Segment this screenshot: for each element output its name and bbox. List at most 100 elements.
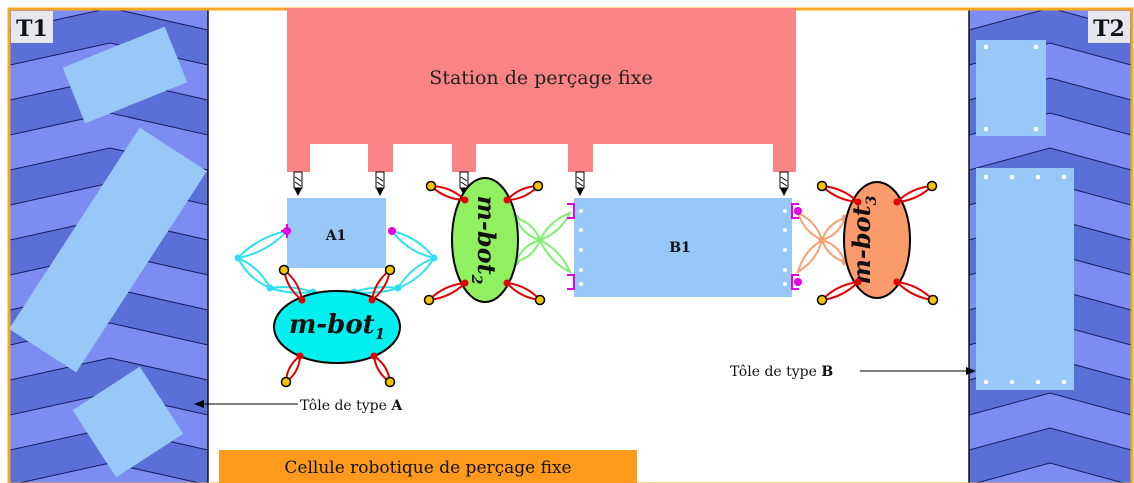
m-bot-1-label: m-bot1 — [289, 310, 385, 343]
rivet-hole — [983, 379, 989, 385]
arm-joint — [388, 227, 396, 235]
leg-foot — [425, 180, 437, 192]
robot-arms — [234, 203, 849, 296]
arm-joint — [266, 284, 274, 292]
drill-thread — [460, 176, 468, 182]
leg-hip — [854, 198, 862, 206]
drill-thread — [294, 181, 302, 187]
arm-joint — [818, 236, 826, 244]
callout-type-b: Tôle de type B — [730, 364, 976, 380]
leg-foot — [278, 264, 290, 276]
cell-label: Cellule robotique de perçage fixe — [284, 458, 571, 478]
m-bot-3[interactable]: m-bot3 — [843, 181, 911, 299]
leg-hip — [461, 196, 469, 204]
drill-bits — [293, 171, 789, 196]
leg-foot — [532, 180, 544, 192]
arm-segment — [796, 237, 824, 275]
drill-thread — [376, 181, 384, 187]
rivet-hole — [579, 268, 583, 272]
leg-foot — [384, 264, 396, 276]
rivet-hole — [1033, 126, 1039, 132]
svg-text:Tôle de type B: Tôle de type B — [730, 364, 833, 380]
arm-segment — [538, 237, 572, 275]
callout-type-a: Tôle de type A — [194, 398, 403, 414]
belt-stripe — [969, 427, 1131, 483]
leg-foot — [280, 376, 292, 388]
drill-thread — [376, 176, 384, 182]
drill-thread — [780, 181, 788, 187]
leg-hip — [893, 198, 901, 206]
rivet-hole — [783, 228, 787, 232]
leg-foot — [423, 294, 435, 306]
rivet-hole — [579, 282, 583, 286]
m-bot-3-label: m-bot3 — [847, 195, 880, 284]
part-b1[interactable] — [574, 198, 792, 297]
rivet-hole — [783, 209, 787, 213]
rivet-hole — [783, 248, 787, 252]
rivet-hole — [1035, 174, 1041, 180]
arm-joint — [794, 207, 802, 215]
leg-foot — [927, 294, 939, 306]
rivet-hole — [783, 268, 787, 272]
rivet-hole — [579, 228, 583, 232]
arm-joint — [794, 278, 802, 286]
gripper — [567, 274, 575, 290]
leg-hip — [503, 279, 511, 287]
part-a1-label: A1 — [325, 228, 347, 244]
leg-foot — [534, 294, 546, 306]
rivet-hole — [1009, 379, 1015, 385]
gripper — [281, 224, 288, 238]
part-a-1[interactable] — [62, 26, 188, 124]
rivet-hole — [579, 248, 583, 252]
drill-thread — [294, 176, 302, 182]
leg-foot — [384, 376, 396, 388]
leg-hip — [370, 352, 378, 360]
rivet-hole — [983, 44, 989, 50]
gripper — [791, 203, 799, 219]
rivet-hole — [783, 282, 787, 286]
leg-hip — [503, 196, 511, 204]
leg-foot — [926, 180, 938, 192]
leg-hip — [298, 296, 306, 304]
part-a-2[interactable] — [9, 127, 207, 373]
part-b-small[interactable] — [976, 40, 1046, 136]
rivet-hole — [983, 126, 989, 132]
rivet-hole — [1009, 174, 1015, 180]
gripper — [567, 203, 575, 219]
rivet-hole — [1061, 379, 1067, 385]
leg-foot — [816, 294, 828, 306]
robot-legs — [278, 180, 939, 388]
part-b-large[interactable] — [976, 168, 1074, 390]
drill-tip — [780, 188, 788, 196]
svg-text:Tôle de type A: Tôle de type A — [300, 398, 403, 414]
conveyor-t1 — [9, 10, 208, 483]
part-b1-label: B1 — [669, 240, 691, 256]
rivet-hole — [1035, 379, 1041, 385]
leg-foot — [816, 180, 828, 192]
t2-label: T2 — [1093, 16, 1125, 42]
drill-tip — [294, 188, 302, 196]
leg-hip — [296, 352, 304, 360]
t1-label: T1 — [16, 16, 48, 42]
leg-hip — [854, 278, 862, 286]
m-bot-2[interactable]: m-bot2 — [451, 177, 519, 303]
drilling-station[interactable]: Station de perçage fixe — [287, 8, 796, 172]
conveyor-t2 — [969, 10, 1131, 483]
drill-tip — [576, 188, 584, 196]
rivet-hole — [579, 209, 583, 213]
t1-label-box — [11, 11, 53, 43]
drill-thread — [460, 181, 468, 187]
part-a1[interactable] — [287, 198, 386, 268]
drill-thread — [576, 176, 584, 182]
leg-hip — [368, 296, 376, 304]
drill-tip — [376, 188, 384, 196]
drill-thread — [576, 181, 584, 187]
part-a-3[interactable] — [72, 366, 184, 478]
m-bot-1[interactable]: m-bot1 — [273, 290, 401, 364]
arm-joint — [394, 284, 402, 292]
gripper — [791, 274, 799, 290]
drill-thread — [780, 176, 788, 182]
leg-hip — [461, 279, 469, 287]
arm-segment — [537, 211, 573, 242]
